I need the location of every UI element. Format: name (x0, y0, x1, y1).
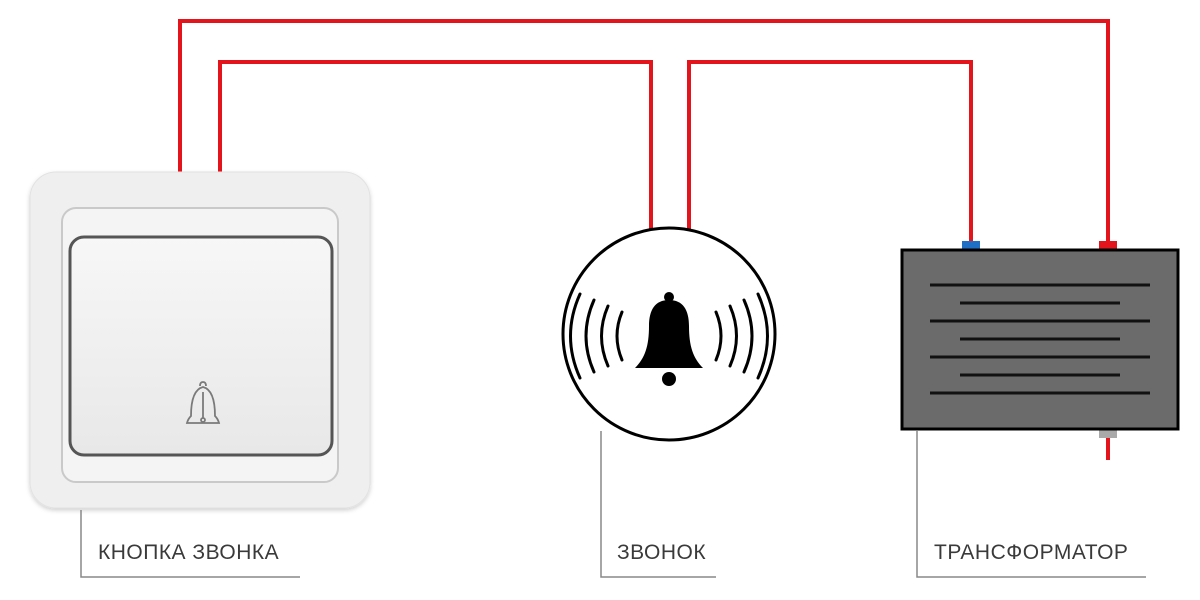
bell-with-sound-waves-icon (569, 292, 769, 386)
wire-outer (178, 19, 1110, 243)
transformer (900, 241, 1180, 438)
switch-key (68, 235, 334, 457)
terminal-red (1099, 241, 1117, 250)
leader-bell (600, 431, 716, 578)
leader-button (80, 510, 300, 578)
label-doorbell-button: КНОПКА ЗВОНКА (98, 541, 279, 564)
bell-outline-icon (185, 381, 221, 424)
label-bell: ЗВОНОК (617, 541, 706, 564)
leader-lines (80, 431, 1146, 578)
bell-unit (561, 226, 777, 442)
wire-button-to-bell (218, 60, 653, 231)
transformer-coil-lines (930, 283, 1150, 395)
terminal-gray (1099, 429, 1117, 438)
terminal-blue (962, 241, 980, 250)
wire-bell-to-transformer (687, 60, 973, 243)
doorbell-button (29, 171, 371, 509)
leader-transformer (916, 431, 1146, 578)
wires (178, 19, 1110, 460)
label-transformer: ТРАНСФОРМАТОР (934, 541, 1128, 564)
